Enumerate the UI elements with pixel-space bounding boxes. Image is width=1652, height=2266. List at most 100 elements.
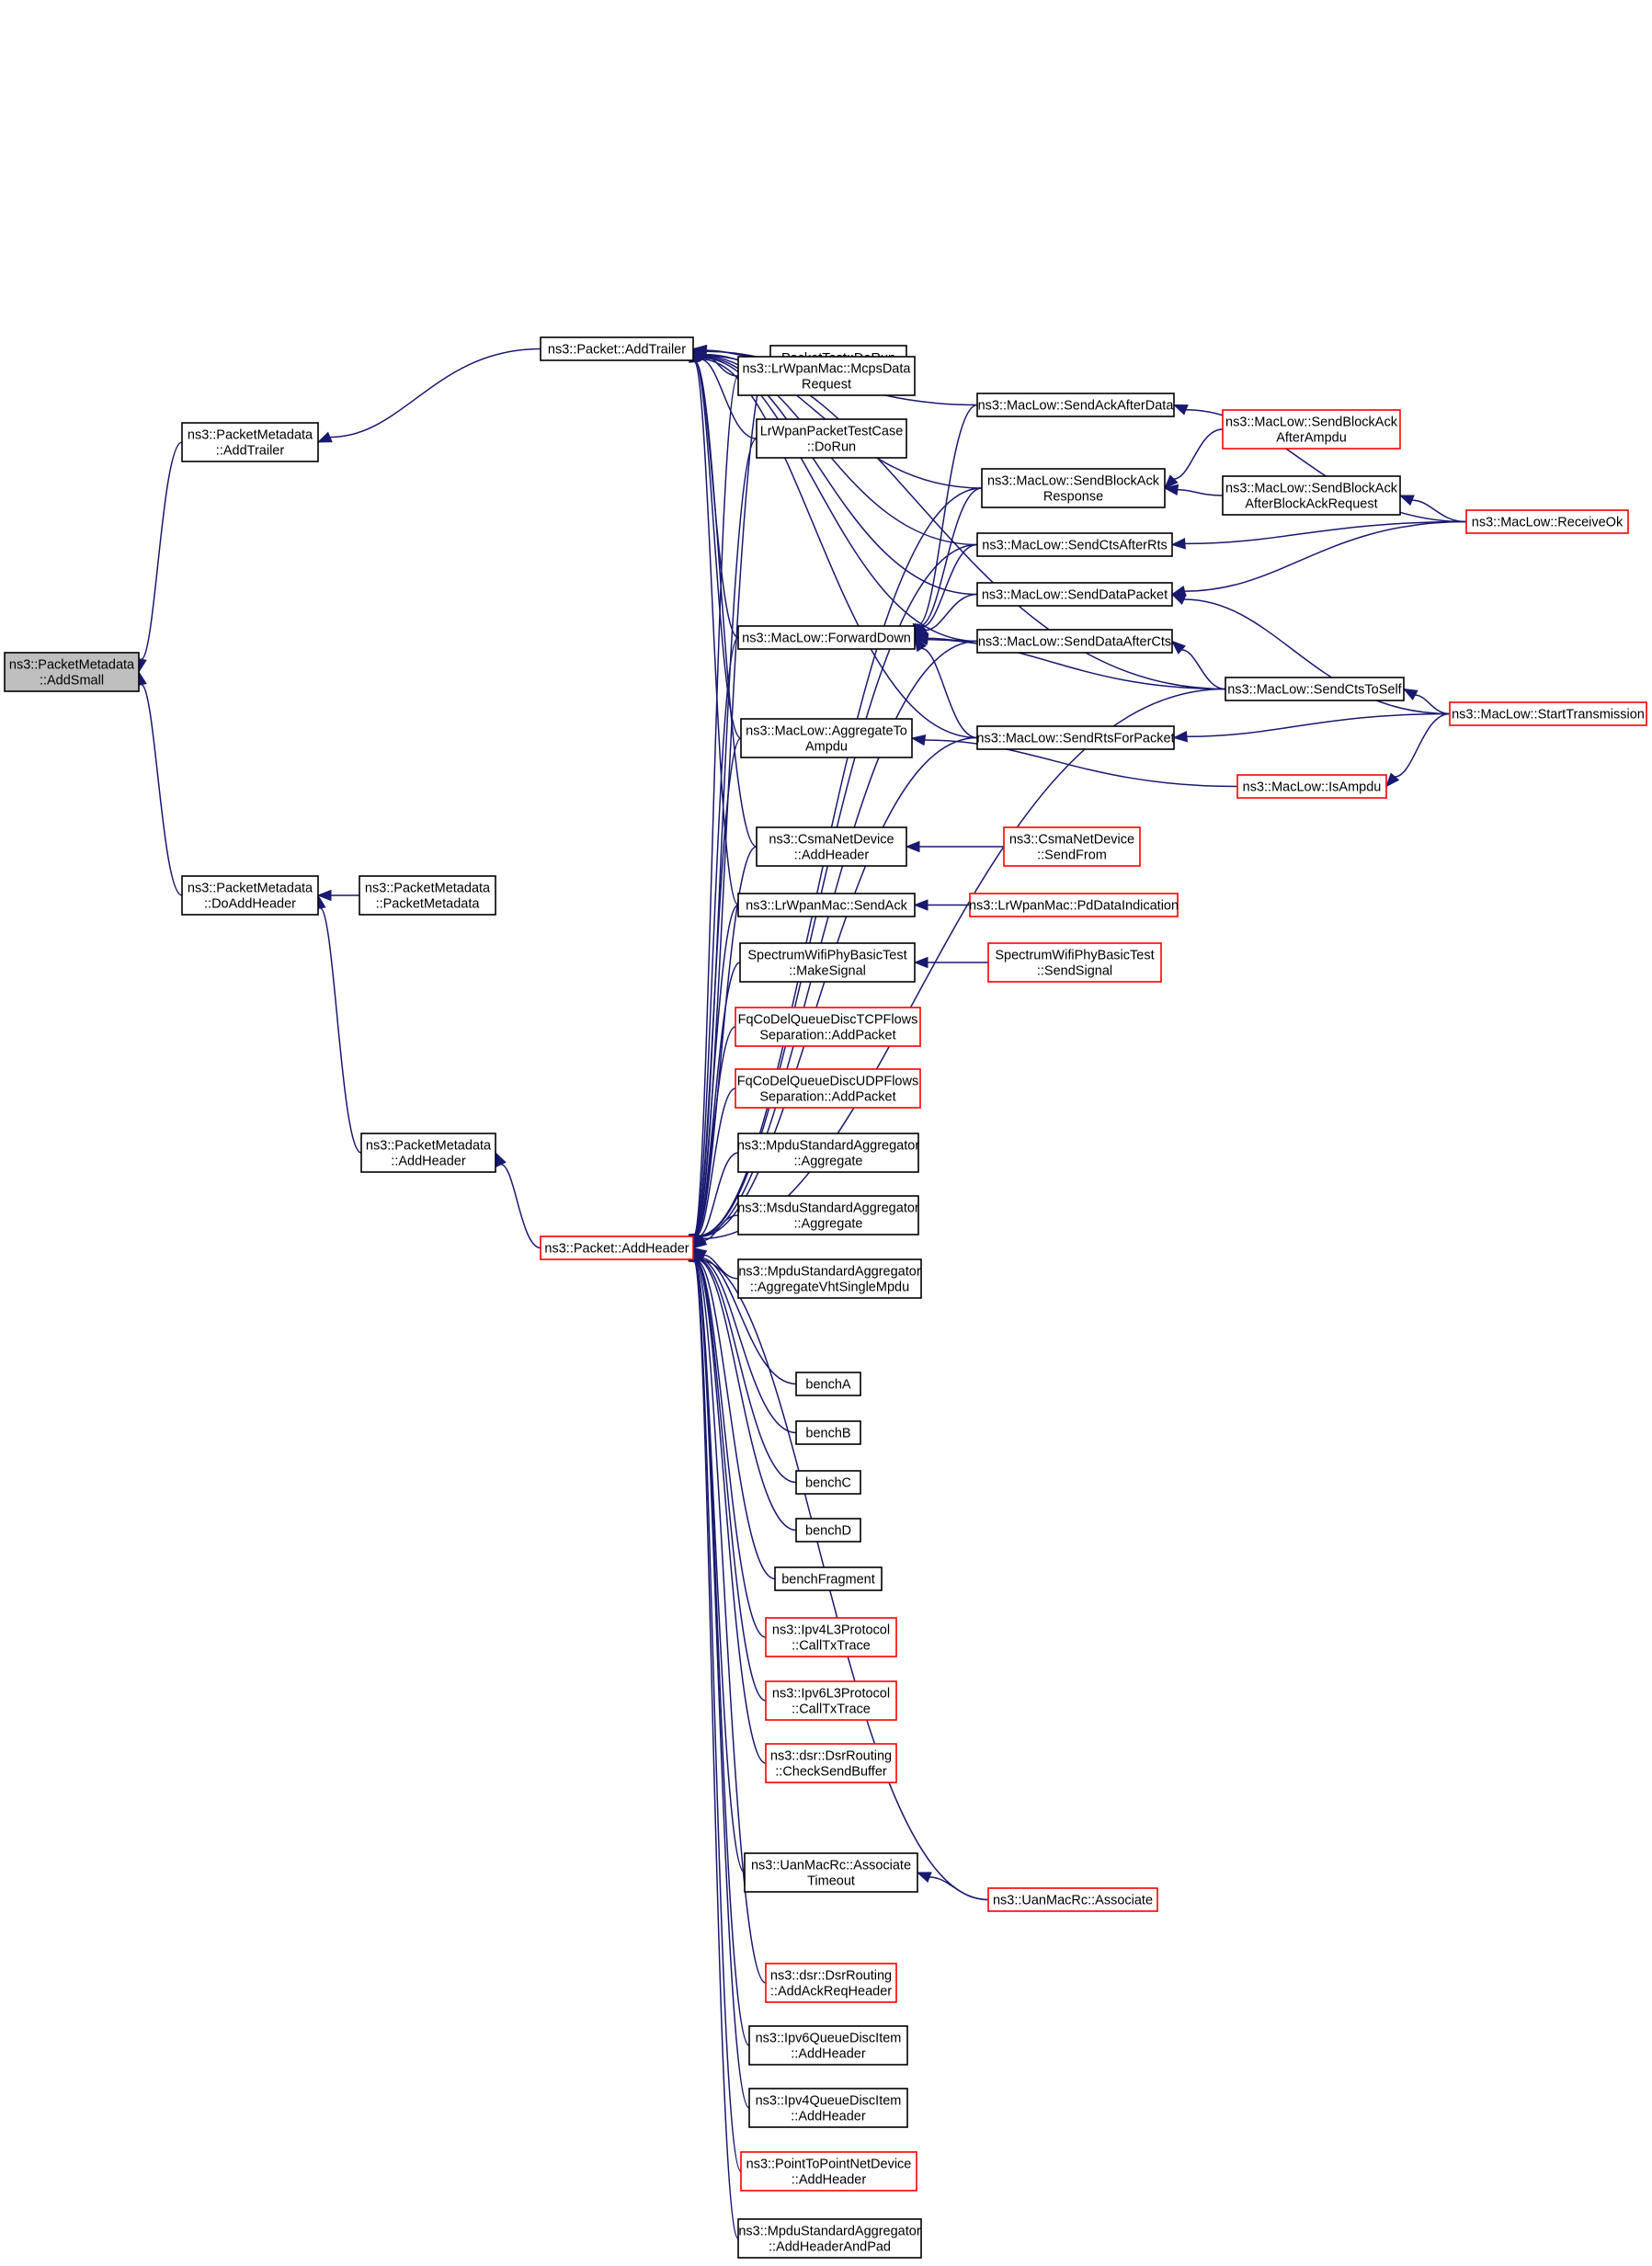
node-addsmall[interactable]: ns3::PacketMetadata::AddSmall xyxy=(4,652,140,692)
node-label: benchFragment xyxy=(781,1573,875,1588)
node-label: ::DoAddHeader xyxy=(204,897,296,912)
node-box xyxy=(737,1258,922,1299)
node-maclow-starttx[interactable]: ns3::MacLow::StartTransmission xyxy=(1449,701,1647,726)
node-label: ::CheckSendBuffer xyxy=(775,1765,887,1780)
node-label: ns3::Ipv6QueueDiscItem xyxy=(756,2032,902,2046)
node-maclow-sendctstoself[interactable]: ns3::MacLow::SendCtsToSelf xyxy=(1225,677,1405,701)
node-pm-doaddheader[interactable]: ns3::PacketMetadata::DoAddHeader xyxy=(181,875,319,916)
node-maclow-senddataaftercts[interactable]: ns3::MacLow::SendDataAfterCts xyxy=(976,629,1173,654)
call-edge xyxy=(698,1258,797,1484)
node-ipv6qdi-addheader[interactable]: ns3::Ipv6QueueDiscItem::AddHeader xyxy=(748,2025,908,2066)
node-box xyxy=(359,875,496,916)
node-benchc[interactable]: benchC xyxy=(795,1470,861,1495)
call-edge xyxy=(319,907,362,1154)
node-mpdu-aggvht[interactable]: ns3::MpduStandardAggregator::AggregateVh… xyxy=(737,1258,922,1299)
node-maclow-isampdu[interactable]: ns3::MacLow::IsAmpdu xyxy=(1236,774,1387,799)
node-label: ::MakeSignal xyxy=(789,964,866,979)
node-box xyxy=(976,393,1175,417)
node-label: ::AddAckReqHeader xyxy=(770,1985,892,1999)
node-spectrum-sendsignal[interactable]: SpectrumWifiPhyBasicTest::SendSignal xyxy=(987,942,1162,983)
call-edge xyxy=(1177,489,1224,496)
node-spectrum-makesignal[interactable]: SpectrumWifiPhyBasicTest::MakeSignal xyxy=(739,942,916,983)
node-label: LrWpanPacketTestCase xyxy=(760,425,904,439)
node-msdu-aggregate[interactable]: ns3::MsduStandardAggregator::Aggregate xyxy=(737,1195,919,1235)
node-box xyxy=(181,422,319,462)
node-csma-addheader[interactable]: ns3::CsmaNetDevice::AddHeader xyxy=(756,826,907,867)
node-box xyxy=(1225,677,1405,701)
node-label: ns3::dsr::DsrRouting xyxy=(770,1969,892,1984)
call-edge xyxy=(694,904,739,1236)
node-box xyxy=(765,1680,897,1721)
node-maclow-sendctsafterrts[interactable]: ns3::MacLow::SendCtsAfterRts xyxy=(976,532,1173,557)
node-label: ns3::PacketMetadata xyxy=(188,428,313,443)
call-edge xyxy=(929,1876,989,1901)
arrowhead-icon xyxy=(1163,484,1179,496)
node-box xyxy=(774,1566,883,1591)
node-maclow-forwarddown[interactable]: ns3::MacLow::ForwardDown xyxy=(737,625,916,650)
node-bencha[interactable]: benchA xyxy=(795,1372,861,1396)
node-box xyxy=(540,1235,694,1260)
node-label: ns3::UanMacRc::Associate xyxy=(751,1859,911,1873)
node-box xyxy=(765,1743,897,1783)
node-box xyxy=(976,725,1175,750)
node-label: ns3::Ipv4QueueDiscItem xyxy=(756,2094,902,2109)
call-edge xyxy=(695,1259,767,1638)
node-uan-associate[interactable]: ns3::UanMacRc::Associate xyxy=(987,1887,1158,1912)
node-label: ns3::MacLow::AggregateTo xyxy=(746,724,907,739)
node-lrwpan-sendack[interactable]: ns3::LrWpanMac::SendAck xyxy=(737,893,916,917)
node-label: ns3::PacketMetadata xyxy=(365,882,491,896)
node-lrwpan-testcase[interactable]: LrWpanPacketTestCase::DoRun xyxy=(756,418,907,459)
node-box xyxy=(987,942,1162,983)
node-label: ::CallTxTrace xyxy=(792,1702,871,1717)
node-box xyxy=(737,625,916,650)
call-edge xyxy=(696,1087,736,1236)
node-maclow-sendrtsforpacket[interactable]: ns3::MacLow::SendRtsForPacket xyxy=(976,725,1175,750)
call-edge xyxy=(927,639,1226,690)
call-edge xyxy=(500,1163,541,1249)
node-p2p-addheader[interactable]: ns3::PointToPointNetDevice::AddHeader xyxy=(740,2151,917,2192)
node-fqcodel-udp[interactable]: FqCoDelQueueDiscUDPFlowsSeparation::AddP… xyxy=(735,1068,921,1109)
node-ipv4qdi-addheader[interactable]: ns3::Ipv4QueueDiscItem::AddHeader xyxy=(748,2088,908,2128)
node-box xyxy=(976,582,1173,607)
node-benchd[interactable]: benchD xyxy=(795,1518,861,1543)
node-box xyxy=(740,2151,917,2192)
node-csma-sendfrom[interactable]: ns3::CsmaNetDevice::SendFrom xyxy=(1003,826,1141,867)
node-mpdu-addheaderpad[interactable]: ns3::MpduStandardAggregator::AddHeaderAn… xyxy=(737,2218,922,2259)
node-maclow-sendblockackafterbar[interactable]: ns3::MacLow::SendBlockAckAfterBlockAckRe… xyxy=(1222,475,1401,516)
node-maclow-receiveok[interactable]: ns3::MacLow::ReceiveOk xyxy=(1465,509,1629,534)
call-edge xyxy=(698,1152,739,1237)
node-dsr-addackreq[interactable]: ns3::dsr::DsrRouting::AddAckReqHeader xyxy=(765,1963,897,2003)
node-ipv6l3-calltx[interactable]: ns3::Ipv6L3Protocol::CallTxTrace xyxy=(765,1680,897,1721)
call-edge xyxy=(924,739,1238,788)
node-pkt-addtrailer[interactable]: ns3::Packet::AddTrailer xyxy=(540,336,694,361)
node-maclow-senddatapacket[interactable]: ns3::MacLow::SendDataPacket xyxy=(976,582,1173,607)
node-label: ns3::MpduStandardAggregator xyxy=(738,1265,920,1280)
node-label: Response xyxy=(1043,490,1103,505)
node-ipv4l3-calltx[interactable]: ns3::Ipv4L3Protocol::CallTxTrace xyxy=(765,1617,897,1657)
node-fqcodel-tcp[interactable]: FqCoDelQueueDiscTCPFlowsSeparation::AddP… xyxy=(735,1007,921,1047)
node-pm-addheader[interactable]: ns3::PacketMetadata::AddHeader xyxy=(360,1133,496,1173)
node-dsr-checksend[interactable]: ns3::dsr::DsrRouting::CheckSendBuffer xyxy=(765,1743,897,1783)
node-label: ns3::LrWpanMac::SendAck xyxy=(746,899,907,914)
node-box xyxy=(739,942,916,983)
node-benchb[interactable]: benchB xyxy=(795,1420,861,1445)
node-pkt-addheader[interactable]: ns3::Packet::AddHeader xyxy=(540,1235,694,1260)
node-lrwpan-pddataind[interactable]: ns3::LrWpanMac::PdDataIndication xyxy=(969,893,1179,917)
node-pm-addtrailer[interactable]: ns3::PacketMetadata::AddTrailer xyxy=(181,422,319,462)
node-maclow-sendackafterdata[interactable]: ns3::MacLow::SendAckAfterData xyxy=(976,393,1175,417)
arrowhead-icon xyxy=(913,633,929,646)
node-benchfragment[interactable]: benchFragment xyxy=(774,1566,883,1591)
call-edge xyxy=(1181,649,1226,690)
node-label: ns3::Ipv6L3Protocol xyxy=(772,1687,890,1702)
node-mpdu-aggregate[interactable]: ns3::MpduStandardAggregator::Aggregate xyxy=(737,1133,919,1173)
node-box xyxy=(795,1372,861,1396)
node-pm-packetmetadata[interactable]: ns3::PacketMetadata::PacketMetadata xyxy=(359,875,496,916)
node-box xyxy=(795,1470,861,1495)
node-label: ::PacketMetadata xyxy=(376,897,481,912)
node-box xyxy=(1222,409,1401,450)
